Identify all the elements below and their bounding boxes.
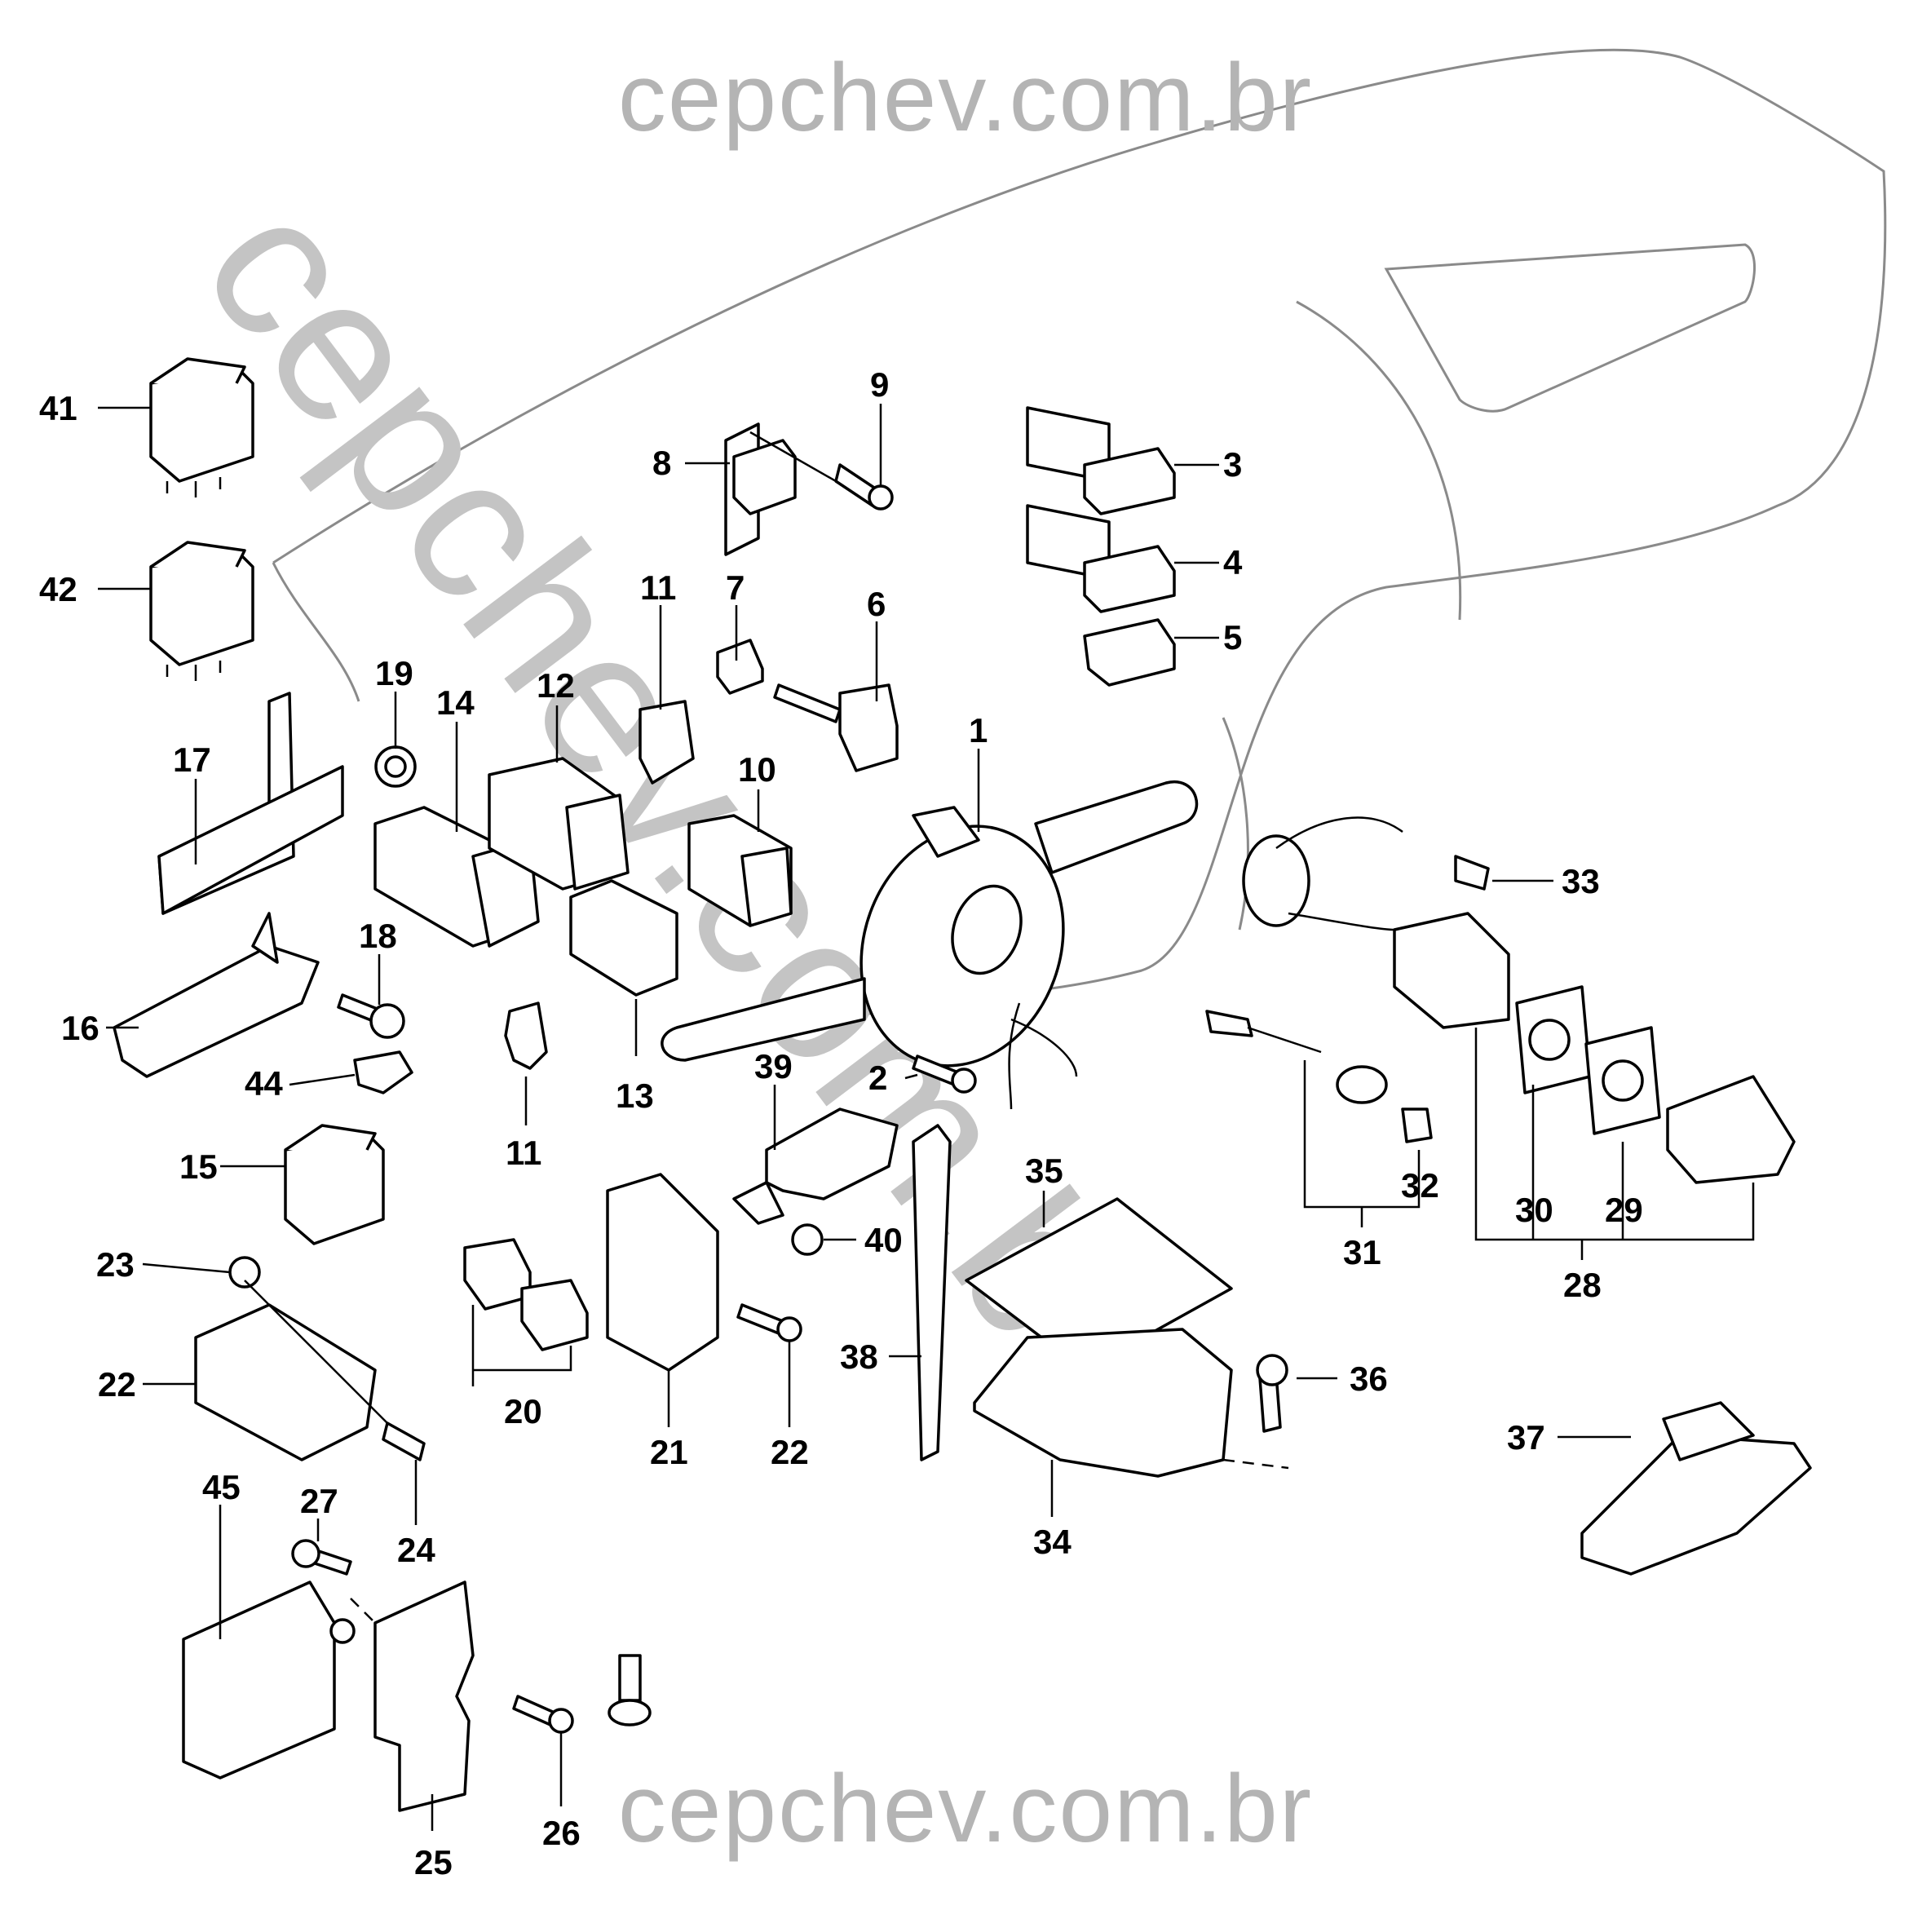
part-34-bulb [1454, 855, 1490, 891]
callout-8: 8 [652, 444, 671, 482]
part-25-bolt [244, 1280, 426, 1461]
part-19-clip [374, 745, 417, 788]
part-31-ring [1515, 985, 1592, 1094]
callout-34: 33 [1562, 862, 1600, 900]
part-8-bracket-relay [724, 422, 797, 556]
part-27-screw [512, 1695, 574, 1734]
callout-38: 37 [1507, 1418, 1545, 1457]
part-41-nut [791, 1223, 824, 1256]
part-22-screw [736, 1303, 802, 1342]
part-7-nut [716, 639, 764, 695]
part-12-switch [488, 757, 630, 891]
callout-44: 44 [245, 1064, 283, 1103]
callout-2: 2 [868, 1059, 887, 1097]
part-32-lamp-socket [1205, 1010, 1388, 1104]
callout-17: 17 [173, 741, 211, 779]
callout-3: 3 [1223, 445, 1242, 484]
callout-6: 6 [867, 585, 886, 623]
callout-9: 9 [870, 365, 889, 404]
callout-15: 15 [179, 1147, 218, 1186]
callout-45: 45 [202, 1468, 241, 1506]
callout-28: 27 [300, 1482, 338, 1520]
callout-10: 10 [738, 750, 776, 789]
callout-29: 28 [1563, 1266, 1602, 1304]
part-33-bulb [1401, 1107, 1433, 1143]
callout-12: 12 [537, 666, 575, 705]
callout-11-upper: 11 [640, 568, 676, 607]
callout-14: 14 [436, 683, 475, 722]
part-11-cover-lower [504, 1001, 548, 1070]
part-45-module [182, 1581, 356, 1779]
callout-36: 35 [1025, 1152, 1063, 1190]
part-16-cover [113, 912, 320, 1078]
callout-33: 32 [1401, 1166, 1439, 1205]
part-28-bolt [291, 1539, 352, 1576]
part-11-cover-upper [639, 700, 695, 785]
callout-41: 40 [864, 1221, 903, 1259]
part-29-lighter-plug [1666, 1075, 1796, 1184]
part-37-bolt [1256, 1354, 1288, 1433]
callout-11-lower: 11 [506, 1134, 541, 1172]
callout-39: 38 [840, 1337, 878, 1376]
callout-5: 5 [1223, 618, 1242, 657]
dashboard-outline [272, 48, 1887, 1021]
callout-23: 22 [98, 1365, 136, 1404]
callout-35: 34 [1033, 1523, 1072, 1561]
part-40-bracket [732, 1107, 899, 1225]
part-44-plate [353, 1050, 413, 1094]
part-38-bracket [1580, 1401, 1812, 1576]
part-35-airbag-module [973, 1328, 1289, 1478]
part-2-screw [912, 1054, 977, 1094]
watermark-top: cepchev.com.br [617, 44, 1314, 152]
callout-32: 31 [1343, 1233, 1381, 1271]
part-30-ring [1584, 1026, 1661, 1135]
part-26-bracket [373, 1581, 475, 1812]
part-18-bolt [337, 993, 405, 1039]
part-21-module [606, 1173, 719, 1372]
callout-27: 26 [542, 1814, 581, 1852]
part-5-button [1083, 618, 1176, 687]
part-43-relay [149, 541, 254, 681]
callout-4: 4 [1223, 543, 1243, 581]
callout-18: 18 [359, 917, 397, 955]
callout-30: 29 [1605, 1191, 1643, 1229]
part-39-cable-tie [912, 1124, 952, 1461]
callout-43: 42 [39, 570, 77, 608]
watermark-bottom: cepchev.com.br [617, 1755, 1314, 1863]
callout-40: 39 [754, 1047, 793, 1085]
callout-31: 30 [1515, 1191, 1553, 1229]
bolt-unlabeled [608, 1654, 652, 1726]
callout-labels: 41 42 8 9 3 4 5 11 7 6 1 10 12 14 19 17 … [39, 365, 1643, 1881]
part-24-grommet [228, 1256, 261, 1289]
part-1-combination-switch [661, 780, 1199, 1110]
part-9-screw [749, 431, 894, 511]
part-20-connectors [463, 1238, 589, 1351]
callout-26: 25 [414, 1843, 453, 1881]
callout-25: 24 [397, 1531, 435, 1569]
callout-20: 20 [504, 1392, 542, 1430]
part-17-bracket [157, 692, 344, 915]
part-23-module [194, 1303, 377, 1461]
callout-22: 22 [771, 1433, 809, 1471]
part-29-lighter-assembly [1242, 816, 1510, 1029]
leader-lines [98, 404, 1755, 1831]
part-13-switch [569, 879, 678, 997]
callout-7: 7 [726, 568, 745, 607]
callout-21: 21 [650, 1433, 688, 1471]
callout-37: 36 [1350, 1359, 1388, 1398]
callout-19: 19 [375, 654, 413, 692]
part-4-switch [1026, 504, 1176, 613]
callout-1: 1 [969, 711, 988, 749]
part-10-switch [687, 814, 793, 927]
callout-42: 41 [39, 389, 77, 427]
part-15-relay [284, 1124, 385, 1245]
part-42-relay [149, 357, 254, 497]
callout-13: 13 [616, 1077, 654, 1115]
callout-24: 23 [96, 1245, 135, 1284]
callout-16: 16 [61, 1009, 99, 1047]
part-6-switch [773, 683, 899, 772]
part-3-switch [1026, 406, 1176, 515]
